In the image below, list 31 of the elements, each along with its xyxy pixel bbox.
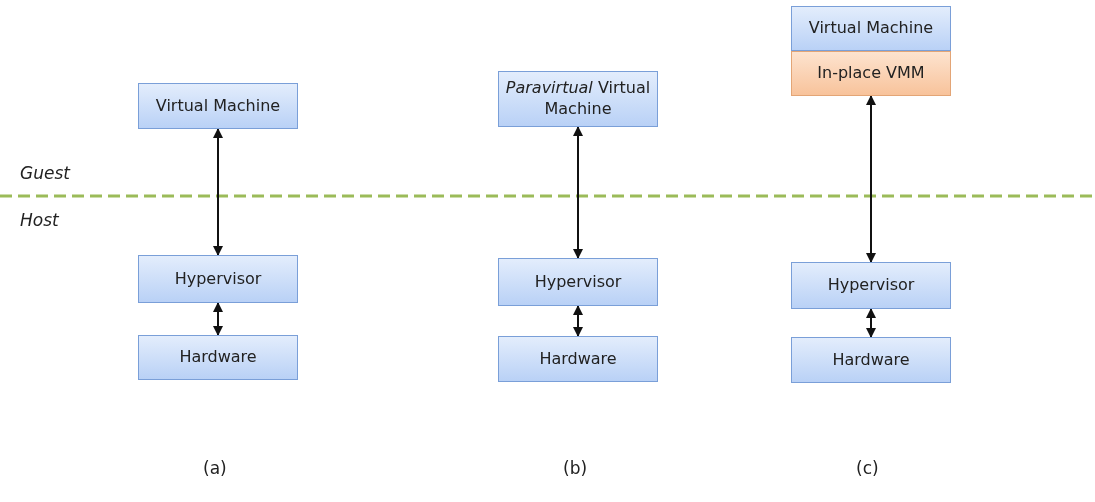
panel-caption: (b) (563, 458, 588, 478)
box-label: Hardware (539, 348, 617, 370)
layer-box (791, 6, 951, 51)
double-arrow (213, 302, 223, 336)
box-label: In-place VMM (817, 63, 925, 84)
panel-caption: (a) (203, 458, 227, 478)
box-label: Virtual Machine (155, 95, 281, 117)
double-arrow (866, 95, 876, 263)
box-label: Hardware (832, 349, 910, 371)
layer-box (138, 83, 298, 129)
host-label: Host (20, 210, 59, 230)
layer-box (498, 336, 658, 382)
layer-box (791, 337, 951, 383)
double-arrow (573, 305, 583, 337)
layer-box (498, 258, 658, 306)
box-label: Hypervisor (534, 271, 622, 293)
double-arrow (866, 308, 876, 338)
box-label: Hypervisor (827, 275, 915, 296)
layer-box (138, 255, 298, 303)
layer-box (138, 335, 298, 380)
layer-box (498, 71, 658, 127)
box-label: Virtual Machine (808, 18, 934, 39)
box-label: Hypervisor (174, 268, 262, 290)
box-label: Paravirtual Virtual Machine (504, 78, 652, 120)
layer-box (791, 262, 951, 309)
panel-caption: (c) (856, 458, 879, 478)
double-arrow (573, 126, 583, 259)
box-label: Hardware (179, 347, 257, 368)
double-arrow (213, 128, 223, 256)
monitor-layer-box (791, 51, 951, 96)
guest-label: Guest (20, 163, 70, 183)
